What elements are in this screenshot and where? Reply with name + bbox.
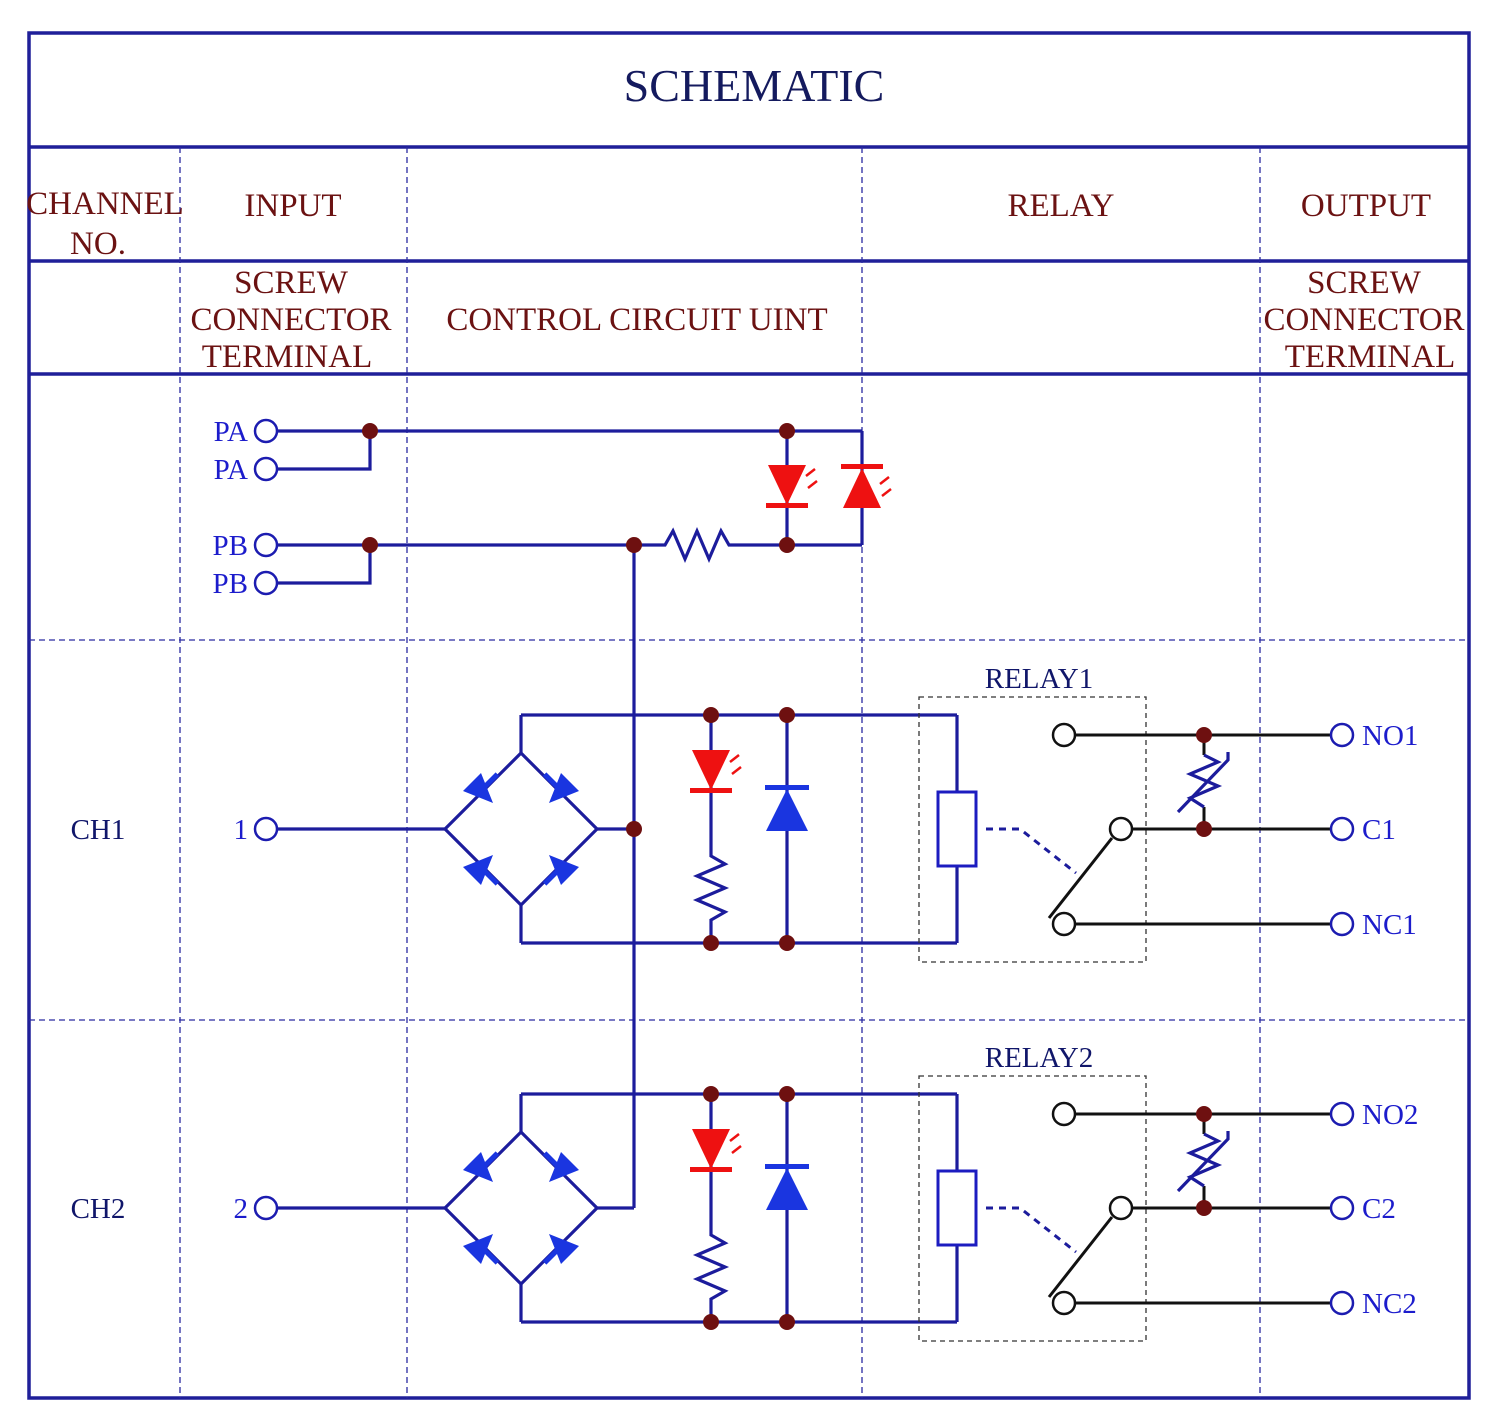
relay-1-label: RELAY1 <box>985 663 1094 695</box>
terminal-pa1-label: PA <box>214 416 248 448</box>
terminal-pb2-label: PB <box>213 568 248 600</box>
ch2-nc-label: NC2 <box>1362 1288 1417 1320</box>
ch1-c-terminal-icon <box>1329 816 1355 842</box>
terminal-pb1-icon <box>253 532 279 558</box>
ch1-relay: RELAY1 <box>918 663 1330 963</box>
terminal-pb2-icon <box>253 570 279 596</box>
ch2-no-terminal-icon <box>1329 1101 1355 1127</box>
terminal-pa2-label: PA <box>214 454 248 486</box>
ch1-input-terminal-label: 1 <box>234 814 249 846</box>
channel-1-circuit: RELAY1 CH1 1 NO1 C1 NC1 <box>71 663 1418 963</box>
ch1-relay-coil <box>936 790 978 868</box>
output-subheader-line2: CONNECTOR <box>1263 302 1464 338</box>
ch2-relay: RELAY2 <box>918 1042 1330 1342</box>
ch2-input-terminal-icon <box>253 1195 279 1221</box>
ch1-led-resistor <box>692 848 730 943</box>
ch2-c-terminal-icon <box>1329 1195 1355 1221</box>
terminal-pa2-icon <box>253 456 279 482</box>
output-subheader-line3: TERMINAL <box>1285 339 1455 375</box>
control-circuit-header: CONTROL CIRCUIT UINT <box>446 302 827 338</box>
ch2-no-label: NO2 <box>1362 1099 1418 1131</box>
ch2-relay-coil <box>936 1169 978 1247</box>
ch1-nc-label: NC1 <box>1362 909 1417 941</box>
table-grid-dashed <box>29 147 1469 1398</box>
input-subheader-line3: TERMINAL <box>202 339 372 375</box>
ch1-flyback-diode <box>765 785 809 831</box>
relay-2-label: RELAY2 <box>985 1042 1094 1074</box>
power-resistor <box>655 526 862 564</box>
ch2-led-resistor <box>692 1227 730 1322</box>
channel-header-line2: NO. <box>70 226 126 262</box>
power-led-2 <box>841 464 892 508</box>
ch1-indicator-led <box>690 750 742 793</box>
ch1-input-terminal-icon <box>253 816 279 842</box>
channel-header-line1: CHANNEL <box>26 186 184 222</box>
table-frame <box>27 31 1471 1400</box>
ch1-varistor-icon <box>1185 753 1223 809</box>
ch1-no-label: NO1 <box>1362 720 1418 752</box>
ch1-nc-terminal-icon <box>1329 911 1355 937</box>
channel-1-name: CH1 <box>71 814 126 846</box>
ch1-c-label: C1 <box>1362 814 1396 846</box>
page-title: SCHEMATIC <box>624 60 885 111</box>
ch2-c-label: C2 <box>1362 1193 1396 1225</box>
ch1-no-terminal-icon <box>1329 722 1355 748</box>
input-subheader-line1: SCREW <box>234 265 349 301</box>
input-header: INPUT <box>244 188 341 224</box>
ch2-nc-terminal-icon <box>1329 1290 1355 1316</box>
ch2-indicator-led <box>690 1129 742 1172</box>
terminal-pa1-icon <box>253 418 279 444</box>
channel-2-name: CH2 <box>71 1193 126 1225</box>
power-led-1 <box>766 465 818 508</box>
power-section: PA PA PB PB <box>213 416 892 1208</box>
output-subheader-line1: SCREW <box>1307 265 1422 301</box>
input-subheader-line2: CONNECTOR <box>190 302 391 338</box>
terminal-pb1-label: PB <box>213 530 248 562</box>
ch2-varistor-icon <box>1185 1132 1223 1188</box>
ch2-input-terminal-label: 2 <box>234 1193 249 1225</box>
output-header: OUTPUT <box>1301 188 1431 224</box>
relay-header: RELAY <box>1008 188 1115 224</box>
channel-2-circuit: RELAY2 CH2 2 NO2 C2 NC2 <box>71 1042 1418 1342</box>
ch2-flyback-diode <box>765 1164 809 1210</box>
